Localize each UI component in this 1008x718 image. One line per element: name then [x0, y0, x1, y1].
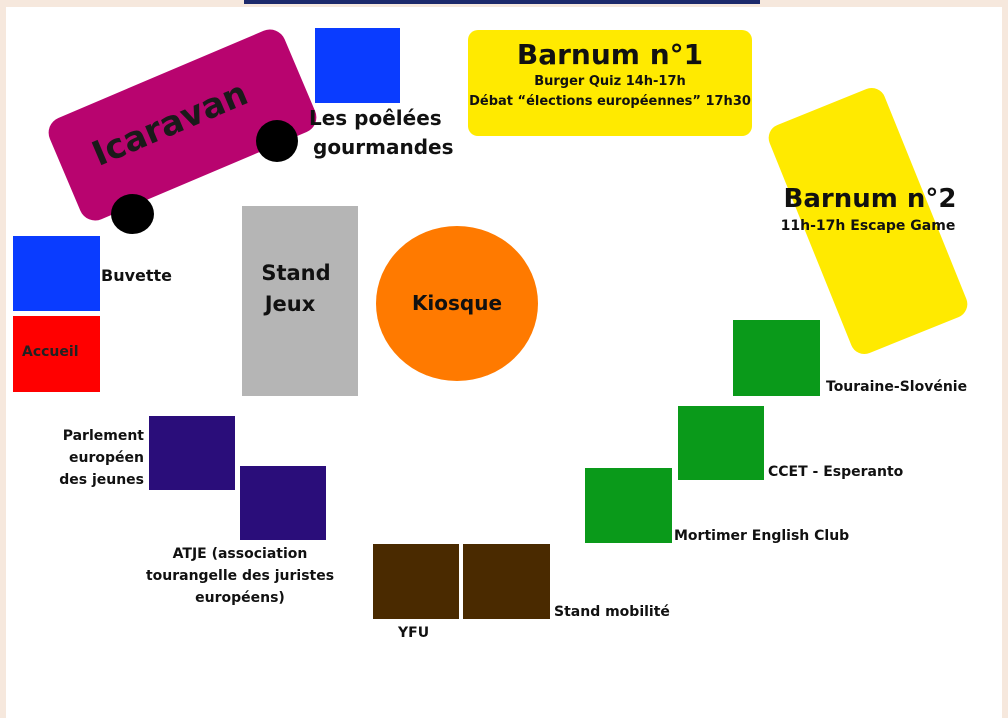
- barnum2-title: Barnum n°2: [783, 184, 957, 214]
- stand-mobilite-label: Stand mobilité: [554, 604, 670, 620]
- barnum2-line1: 11h-17h Escape Game: [780, 218, 956, 234]
- top-border-line: [244, 0, 760, 4]
- atje-label-line2: tourangelle des juristes: [145, 568, 335, 584]
- stand-jeux-label-line1: Stand: [261, 261, 331, 285]
- atje-stand: [240, 466, 326, 540]
- caravan-wheel-back: [111, 194, 154, 234]
- buvette-stand: [13, 236, 100, 311]
- parlement-label-line2: européen: [69, 450, 144, 466]
- accueil-stand: [13, 316, 100, 392]
- parlement-stand: [149, 416, 235, 490]
- stand-jeux: [242, 206, 358, 396]
- poelees-gourmandes-stand: [315, 28, 400, 103]
- parlement-label-line3: des jeunes: [59, 472, 144, 488]
- stand-jeux-label-line2: Jeux: [264, 292, 316, 316]
- yfu-stand: [373, 544, 459, 619]
- poelees-label-line2: gourmandes: [313, 135, 454, 159]
- kiosque: [376, 226, 538, 381]
- poelees-label-line1: Les poêlées: [309, 106, 442, 130]
- buvette-label: Buvette: [101, 266, 173, 285]
- parlement-label-line1: Parlement: [62, 428, 144, 444]
- yfu-label: YFU: [398, 625, 430, 641]
- atje-label-line3: européens): [195, 590, 285, 606]
- barnum1-title: Barnum n°1: [516, 38, 704, 71]
- ccet-stand: [678, 406, 764, 480]
- caravan-wheel-front: [256, 120, 298, 162]
- barnum1-tent: [468, 30, 752, 136]
- barnum1-line2: Débat “élections européennes” 17h30: [469, 94, 751, 109]
- touraine-stand: [733, 320, 820, 396]
- atje-label-line1: ATJE (association: [172, 546, 308, 562]
- barnum1-line1: Burger Quiz 14h-17h: [534, 74, 686, 89]
- mortimer-stand: [585, 468, 672, 543]
- stand-mobilite: [463, 544, 550, 619]
- ccet-label: CCET - Esperanto: [768, 464, 904, 480]
- kiosque-label: Kiosque: [411, 291, 503, 315]
- accueil-label: Accueil: [22, 344, 79, 360]
- mortimer-label: Mortimer English Club: [674, 528, 850, 544]
- touraine-label: Touraine-Slovénie: [826, 379, 968, 395]
